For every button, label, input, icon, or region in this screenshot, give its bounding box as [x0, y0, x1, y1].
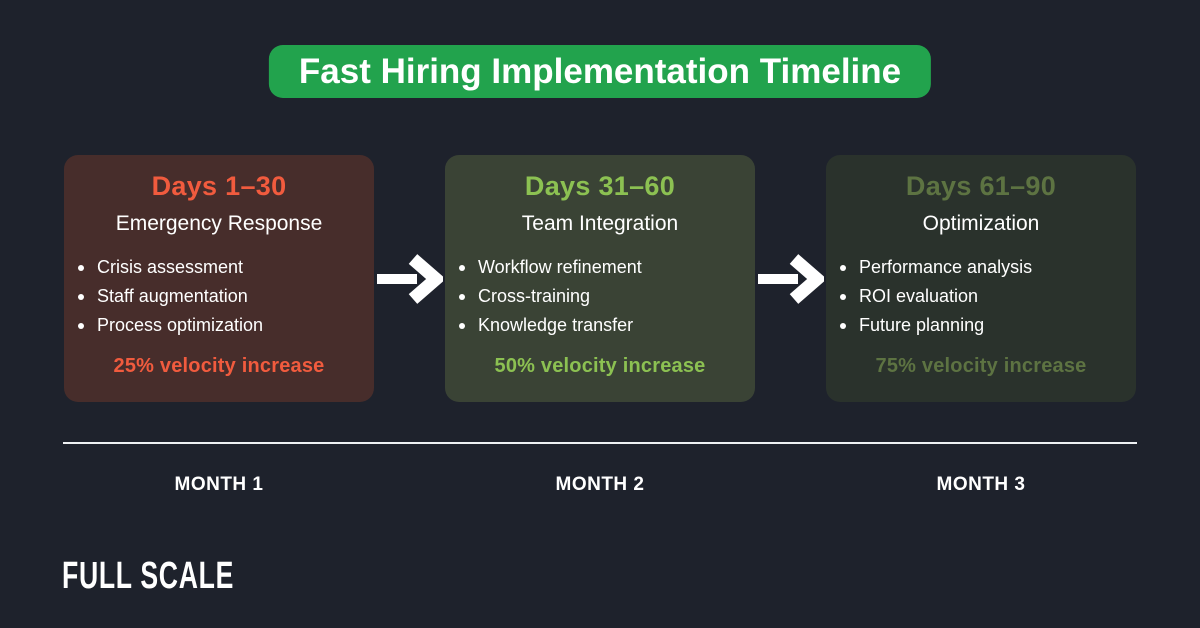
bullet-dot-icon: [840, 264, 846, 271]
timeline-divider: [63, 442, 1137, 444]
month-label-2: MONTH 2: [555, 474, 645, 495]
bullet-text: Knowledge transfer: [478, 315, 634, 335]
phase-subtitle: Team Integration: [521, 212, 679, 235]
bullet-item: Crisis assessment: [78, 253, 263, 282]
bullet-dot-icon: [840, 322, 846, 329]
phase-cards-row: Days 1–30 Emergency Response Crisis asse…: [64, 155, 1136, 402]
bullet-item: Cross-training: [459, 282, 642, 311]
bullet-text: Crisis assessment: [97, 257, 244, 277]
bullet-dot-icon: [459, 322, 465, 329]
bullet-text: Workflow refinement: [478, 257, 642, 277]
phase-bullet-list: Performance analysis ROI evaluation Futu…: [826, 253, 1032, 340]
phase-card-days-1-30: Days 1–30 Emergency Response Crisis asse…: [64, 155, 374, 402]
arrow-right-icon: [757, 253, 824, 304]
phase-card-days-61-90: Days 61–90 Optimization Performance anal…: [826, 155, 1136, 402]
bullet-text: Staff augmentation: [97, 286, 248, 306]
bullet-item: Staff augmentation: [78, 282, 263, 311]
month-label-1: MONTH 1: [174, 474, 264, 495]
bullet-dot-icon: [78, 322, 84, 329]
months-row: MONTH 1 MONTH 2 MONTH 3: [64, 474, 1136, 496]
bullet-text: Performance analysis: [859, 257, 1033, 277]
phase-bullet-list: Crisis assessment Staff augmentation Pro…: [64, 253, 263, 340]
phase-bullet-list: Workflow refinement Cross-training Knowl…: [445, 253, 642, 340]
velocity-increase-label: 50% velocity increase: [494, 355, 706, 377]
bullet-item: Future planning: [840, 311, 1032, 340]
bullet-item: Process optimization: [78, 311, 263, 340]
bullet-dot-icon: [78, 293, 84, 300]
bullet-dot-icon: [459, 293, 465, 300]
page-title: Fast Hiring Implementation Timeline: [268, 45, 932, 98]
arrow-cell: [755, 155, 826, 402]
phase-title: Days 31–60: [524, 171, 676, 201]
full-scale-logo: FULL SCALE: [62, 555, 235, 597]
arrow-right-icon: [376, 253, 443, 304]
month-gap: [374, 474, 445, 496]
bullet-dot-icon: [459, 264, 465, 271]
month-gap: [755, 474, 826, 496]
month-label-3: MONTH 3: [936, 474, 1026, 495]
phase-title: Days 1–30: [151, 171, 287, 201]
bullet-text: Process optimization: [97, 315, 264, 335]
bullet-dot-icon: [78, 264, 84, 271]
bullet-item: Workflow refinement: [459, 253, 642, 282]
velocity-increase-label: 75% velocity increase: [875, 355, 1087, 377]
bullet-text: Cross-training: [478, 286, 591, 306]
bullet-item: Knowledge transfer: [459, 311, 642, 340]
bullet-item: ROI evaluation: [840, 282, 1032, 311]
phase-card-days-31-60: Days 31–60 Team Integration Workflow ref…: [445, 155, 755, 402]
bullet-dot-icon: [840, 293, 846, 300]
phase-subtitle: Optimization: [922, 212, 1040, 235]
arrow-cell: [374, 155, 445, 402]
velocity-increase-label: 25% velocity increase: [113, 355, 325, 377]
phase-subtitle: Emergency Response: [115, 212, 323, 235]
bullet-text: Future planning: [859, 315, 985, 335]
bullet-item: Performance analysis: [840, 253, 1032, 282]
phase-title: Days 61–90: [905, 171, 1057, 201]
bullet-text: ROI evaluation: [859, 286, 979, 306]
